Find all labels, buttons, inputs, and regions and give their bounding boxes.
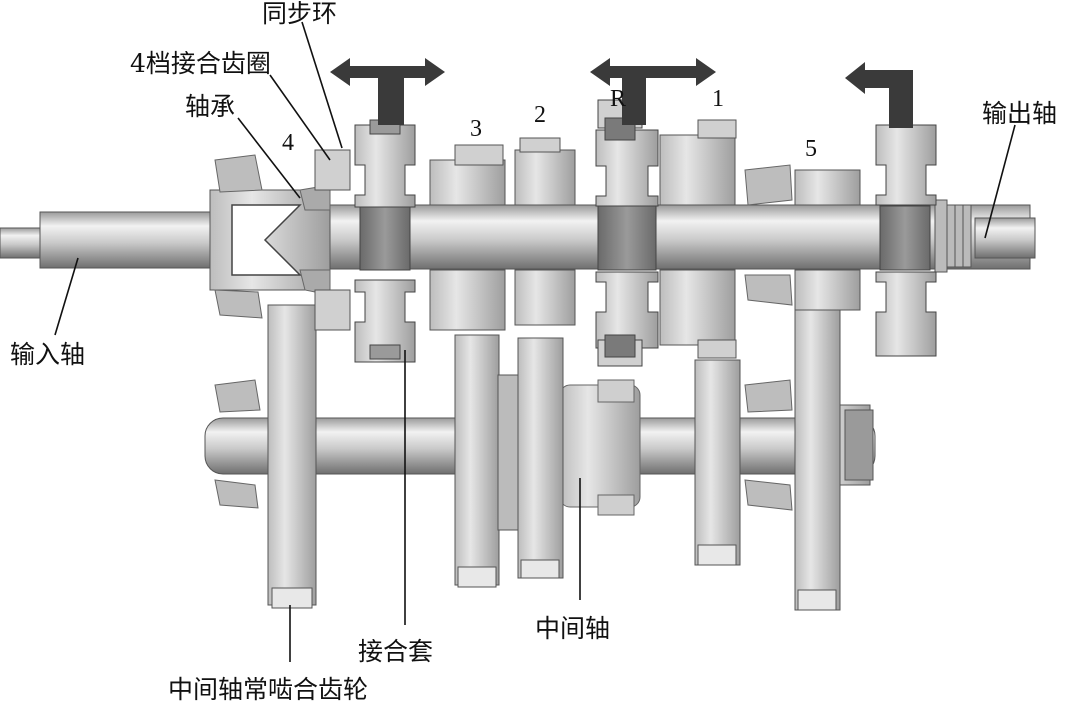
countershaft-gears xyxy=(267,304,841,611)
sleeve-5 xyxy=(875,124,937,357)
mainshaft-gears xyxy=(429,119,861,359)
gear-number-R: R xyxy=(610,86,626,112)
gear-number-5: 5 xyxy=(805,136,817,162)
gear-number-3: 3 xyxy=(470,116,482,142)
shift-fork-arrows xyxy=(330,58,913,128)
sleeve-3-4 xyxy=(354,119,416,363)
label-constant-mesh-gear: 中间轴常啮合齿轮 xyxy=(168,675,368,704)
label-countershaft: 中间轴 xyxy=(535,614,610,643)
leader-lines xyxy=(54,21,1016,662)
synchronizer-hubs xyxy=(359,205,931,271)
label-input-shaft: 输入轴 xyxy=(10,340,85,369)
shift-arrow-5 xyxy=(845,62,913,128)
gear-number-2: 2 xyxy=(534,102,546,128)
label-sleeve: 接合套 xyxy=(358,637,433,666)
gear-number-1: 1 xyxy=(712,86,724,112)
shift-arrow-1-R xyxy=(590,58,716,125)
label-synchro-ring: 同步环 xyxy=(262,0,337,28)
label-output-shaft: 输出轴 xyxy=(982,99,1057,128)
label-bearing: 轴承 xyxy=(185,92,235,121)
label-4th-gear-ring: 4档接合齿圈 xyxy=(130,49,271,78)
input-gear-housing xyxy=(209,149,351,331)
shift-arrow-3-4 xyxy=(330,58,445,125)
gear-number-4: 4 xyxy=(282,130,294,156)
